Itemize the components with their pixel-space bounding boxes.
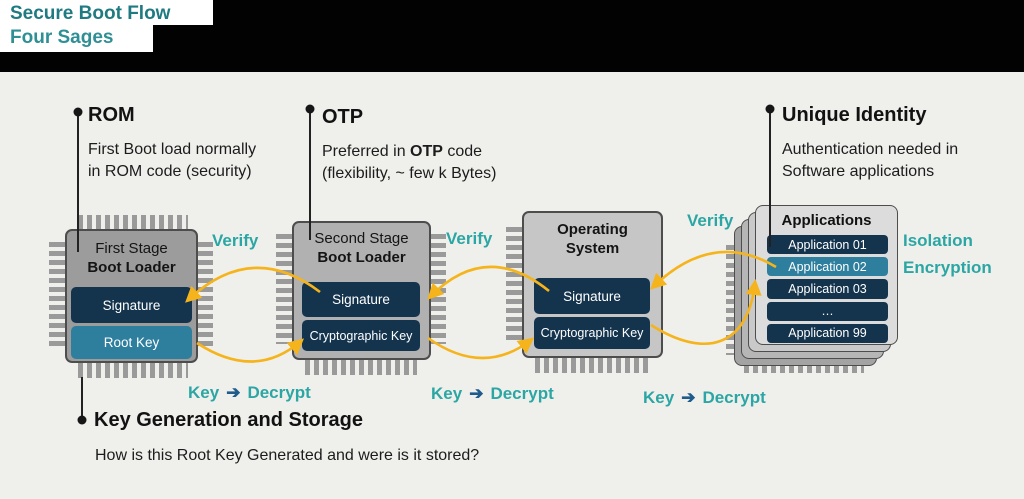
key-arrow-icon: ➔ bbox=[469, 384, 484, 403]
unique-identity-callout-dot bbox=[765, 104, 775, 114]
chip2-pins-left bbox=[276, 234, 293, 344]
otp-desc-prefix: Preferred in bbox=[322, 143, 411, 160]
decrypt-text: Decrypt bbox=[247, 383, 311, 402]
key-text: Key bbox=[431, 384, 463, 403]
application-ellipsis-row: … bbox=[767, 301, 888, 321]
otp-desc-bold: OTP bbox=[410, 143, 443, 160]
chip1-title: First Stage Boot Loader bbox=[65, 239, 198, 277]
rom-desc-line2: in ROM code (security) bbox=[88, 163, 252, 180]
chip2-title: Second Stage Boot Loader bbox=[292, 229, 431, 267]
chip1-title-line2: Boot Loader bbox=[87, 259, 176, 276]
chip3-cryptographic-key-box: Cryptographic Key bbox=[534, 317, 650, 349]
key-generation-heading: Key Generation and Storage bbox=[94, 409, 363, 431]
chip3-signature-box: Signature bbox=[534, 278, 650, 314]
chip2-title-line2: Boot Loader bbox=[317, 249, 406, 266]
unique-identity-heading: Unique Identity bbox=[782, 104, 927, 126]
key-decrypt-label-3: Key ➔ Decrypt bbox=[643, 388, 766, 408]
otp-callout-dot bbox=[305, 104, 315, 114]
rom-callout-dot bbox=[73, 107, 83, 117]
chip1-pins-left bbox=[49, 242, 66, 350]
decrypt-text: Decrypt bbox=[702, 388, 766, 407]
key-text: Key bbox=[188, 383, 220, 402]
key-arrow-icon: ➔ bbox=[226, 383, 241, 402]
subtitle-highlight-box bbox=[0, 25, 153, 52]
otp-desc-line2: (flexibility, ~ few k Bytes) bbox=[322, 165, 497, 182]
slide-title: Secure Boot Flow bbox=[10, 3, 171, 24]
key-arrow-icon: ➔ bbox=[681, 388, 696, 407]
otp-description: Preferred in OTP code (flexibility, ~ fe… bbox=[322, 141, 496, 185]
chip3-pins-bottom bbox=[535, 356, 649, 373]
application-list: Application 01 Application 02 Applicatio… bbox=[767, 235, 888, 344]
chip4-title: Applications bbox=[781, 212, 872, 229]
isolation-label: Isolation bbox=[903, 231, 973, 250]
application-02-row: Application 02 bbox=[767, 257, 888, 277]
key-generation-callout-dot bbox=[77, 415, 87, 425]
chip2-cryptographic-key-box: Cryptographic Key bbox=[302, 320, 420, 351]
application-99-row: Application 99 bbox=[767, 323, 888, 344]
key-decrypt-label-1: Key ➔ Decrypt bbox=[188, 383, 311, 403]
rom-desc-line1: First Boot load normally bbox=[88, 141, 257, 158]
chip2-pins-right bbox=[429, 234, 446, 344]
key-text: Key bbox=[643, 388, 675, 407]
encryption-label: Encryption bbox=[903, 258, 992, 277]
application-01-row: Application 01 bbox=[767, 235, 888, 255]
chip1-title-line1: First Stage bbox=[95, 240, 168, 257]
uid-desc-line1: Authentication needed in bbox=[782, 141, 959, 158]
otp-desc-suffix: code bbox=[442, 143, 483, 160]
chip3-pins-left bbox=[506, 227, 523, 341]
decrypt-text: Decrypt bbox=[490, 384, 554, 403]
chip3-title-line2: System bbox=[565, 240, 620, 257]
chip1-pins-top bbox=[78, 215, 188, 231]
chip2-signature-box: Signature bbox=[302, 282, 420, 317]
uid-desc-line2: Software applications bbox=[782, 163, 935, 180]
rom-description: First Boot load normally in ROM code (se… bbox=[88, 139, 256, 183]
chip3-title: Operating System bbox=[522, 220, 663, 258]
title-highlight-box bbox=[0, 0, 213, 25]
chip3-title-line1: Operating bbox=[557, 221, 628, 238]
chip2-title-line1: Second Stage bbox=[314, 230, 409, 247]
verify-label-3: Verify bbox=[687, 211, 734, 230]
chip1-pins-right bbox=[196, 242, 213, 350]
slide-subtitle: Four Sages bbox=[10, 27, 114, 48]
rom-heading: ROM bbox=[88, 104, 135, 126]
key-decrypt-label-2: Key ➔ Decrypt bbox=[431, 384, 554, 404]
chip1-pins-bottom bbox=[78, 361, 188, 378]
verify-label-1: Verify bbox=[212, 231, 259, 250]
otp-heading: OTP bbox=[322, 106, 364, 128]
chip1-root-key-box: Root Key bbox=[71, 326, 192, 359]
unique-identity-description: Authentication needed in Software applic… bbox=[782, 139, 958, 183]
header-band: Secure Boot Flow Four Sages bbox=[0, 0, 1024, 72]
key-generation-question: How is this Root Key Generated and were … bbox=[95, 447, 480, 464]
chip1-signature-box: Signature bbox=[71, 287, 192, 323]
application-03-row: Application 03 bbox=[767, 279, 888, 299]
chip2-pins-bottom bbox=[305, 358, 417, 375]
verify-label-2: Verify bbox=[446, 229, 493, 248]
